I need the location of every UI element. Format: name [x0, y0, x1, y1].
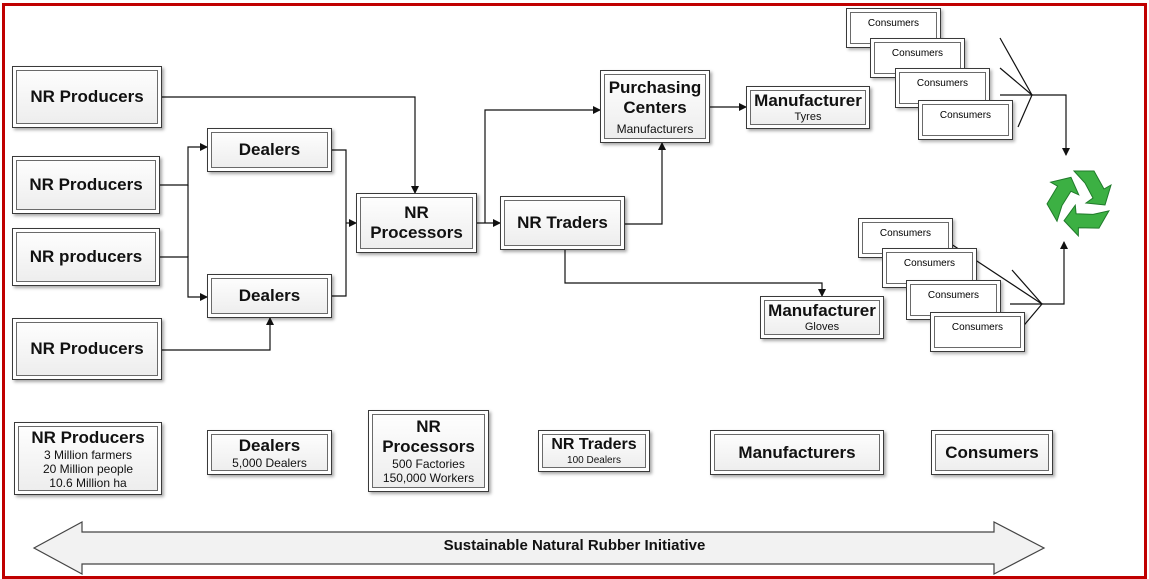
connector-processors-purchasing: [484, 106, 601, 223]
consumers-label: Consumers: [891, 48, 944, 59]
connector-consumers-recycle-bottom: [1042, 241, 1068, 305]
summary-consumers-box: Consumers: [931, 430, 1053, 475]
connector-consumers-recycle-top: [1032, 94, 1070, 156]
summary-processors-line: 150,000 Workers: [382, 471, 475, 485]
banner-arrow: [32, 520, 1046, 576]
summary-traders-subtitle: 100 Dealers: [567, 455, 621, 466]
manufacturer-tyres-title: Manufacturer: [754, 91, 862, 110]
nr-traders-label: NR Traders: [517, 213, 608, 232]
consumers-label: Consumers: [916, 78, 969, 89]
purchasing-centers-title: Purchasing Centers: [608, 77, 702, 117]
nr-producers-box-2: NR Producers: [12, 156, 160, 214]
connector-dealers-processors: [332, 149, 347, 297]
consumers-label: Consumers: [927, 290, 980, 301]
consumers-box: Consumers: [918, 100, 1013, 140]
summary-traders-box: NR Traders 100 Dealers: [538, 430, 650, 472]
banner-label: Sustainable Natural Rubber Initiative: [443, 537, 706, 554]
nr-producers-label: NR producers: [29, 247, 143, 266]
summary-dealers-subtitle: 5,000 Dealers: [232, 455, 307, 470]
connector-producer1-processors: [162, 96, 419, 194]
dealers-box-1: Dealers: [207, 128, 332, 172]
connector-producer4-dealers: [162, 317, 274, 351]
connector-traders-gloves: [564, 250, 826, 297]
summary-producers-line: 10.6 Million ha: [49, 475, 127, 490]
purchasing-centers-subtitle: Manufacturers: [616, 121, 694, 136]
summary-manufacturers-box: Manufacturers: [710, 430, 884, 475]
summary-traders-title: NR Traders: [551, 436, 637, 453]
nr-producers-label: NR Producers: [30, 339, 144, 358]
summary-processors-box: NR Processors 500 Factories 150,000 Work…: [368, 410, 489, 492]
nr-producers-box-1: NR Producers: [12, 66, 162, 128]
consumers-label: Consumers: [867, 18, 920, 29]
manufacturer-tyres-subtitle: Tyres: [794, 111, 822, 123]
dealers-label: Dealers: [238, 286, 301, 305]
nr-processors-label: NR Processors: [370, 203, 463, 242]
nr-producers-box-4: NR Producers: [12, 318, 162, 380]
manufacturer-gloves-box: Manufacturer Gloves: [760, 296, 884, 339]
manufacturer-tyres-box: Manufacturer Tyres: [746, 86, 870, 129]
nr-producers-label: NR Producers: [30, 87, 144, 106]
dealers-label: Dealers: [238, 140, 301, 159]
connector-producers-dealers-bottom: [160, 256, 208, 301]
summary-processors-line: 500 Factories: [392, 457, 465, 471]
summary-consumers-title: Consumers: [945, 442, 1039, 462]
consumers-label: Consumers: [903, 258, 956, 269]
purchasing-centers-box: Purchasing Centers Manufacturers: [600, 70, 710, 143]
summary-producers-title: NR Producers: [31, 427, 145, 447]
consumers-label: Consumers: [879, 228, 932, 239]
summary-producers-line: 20 Million people: [42, 461, 134, 476]
recycle-icon: [1046, 170, 1112, 238]
nr-traders-box: NR Traders: [500, 196, 625, 250]
nr-producers-box-3: NR producers: [12, 228, 160, 286]
connector-producers-dealers-top: [160, 143, 208, 186]
nr-processors-box: NR Processors: [356, 193, 477, 253]
summary-producers-box: NR Producers 3 Million farmers 20 Millio…: [14, 422, 162, 495]
consumers-label: Consumers: [951, 322, 1004, 333]
summary-dealers-title: Dealers: [238, 435, 301, 455]
summary-dealers-box: Dealers 5,000 Dealers: [207, 430, 332, 475]
dealers-box-2: Dealers: [207, 274, 332, 318]
diagram-frame: [2, 3, 1147, 579]
consumers-box: Consumers: [930, 312, 1025, 352]
connector-traders-purchasing: [625, 142, 666, 225]
nr-producers-label: NR Producers: [29, 175, 143, 194]
manufacturer-gloves-title: Manufacturer: [768, 301, 876, 320]
manufacturer-gloves-subtitle: Gloves: [804, 321, 840, 333]
summary-manufacturers-title: Manufacturers: [738, 442, 856, 462]
summary-processors-title: NR Processors: [382, 417, 475, 456]
summary-producers-line: 3 Million farmers: [43, 447, 133, 462]
consumers-label: Consumers: [939, 110, 992, 121]
